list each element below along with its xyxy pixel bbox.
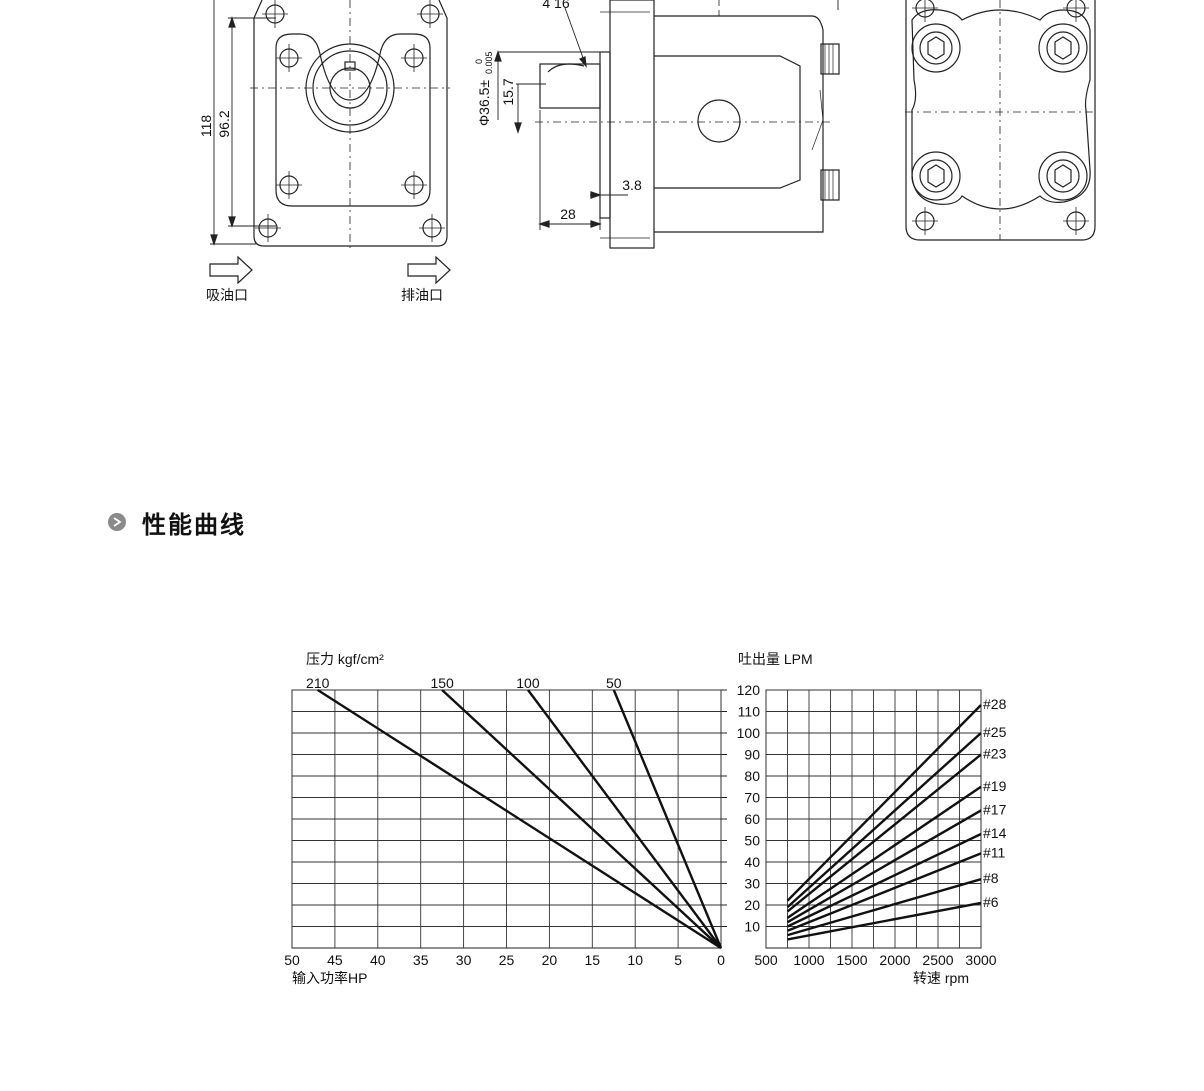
rear-view	[905, 0, 1096, 241]
flow-line-label-#14: #14	[983, 825, 1007, 841]
right-x-axis-label: 转速 rpm	[913, 970, 969, 986]
y-tick-label: 90	[744, 747, 760, 763]
pressure-line-210	[317, 688, 722, 950]
right-x-tick-label: 3000	[965, 952, 996, 968]
flow-line-#8	[787, 878, 982, 937]
y-tick-label: 80	[744, 768, 760, 784]
left-x-tick-label: 45	[327, 952, 343, 968]
y-tick-label: 100	[737, 725, 761, 741]
dim-28: 28	[560, 206, 576, 222]
y-tick-label: 40	[744, 854, 760, 870]
section-title: 性能曲线	[142, 511, 246, 539]
flow-line-label-#23: #23	[983, 746, 1007, 762]
dim-phi-36-5: Φ36.5±	[476, 80, 492, 126]
outlet-label: 排油口	[401, 287, 443, 303]
dim-phi-tol-lower: 0.005	[484, 51, 494, 74]
flow-line-label-#28: #28	[983, 696, 1007, 712]
flow-line-#28	[786, 704, 982, 902]
pump-engineering-drawing: 118 96.2 吸油口 排油口 4 16 Φ36.5± 0 0.005 15.…	[198, 0, 1096, 303]
left-x-tick-label: 15	[585, 952, 601, 968]
right-plot-frame	[765, 689, 982, 949]
flow-line-#11	[787, 852, 982, 932]
section-heading: 性能曲线	[108, 504, 246, 540]
flow-line-#25	[786, 732, 982, 908]
pressure-line-100	[527, 689, 722, 949]
y-tick-label: 20	[744, 897, 760, 913]
right-x-tick-label: 1500	[836, 952, 867, 968]
side-view	[494, 0, 840, 249]
section-bullet-icon	[108, 513, 126, 531]
flow-line-#17	[786, 809, 982, 924]
right-x-tick-label: 500	[754, 952, 778, 968]
left-x-tick-label: 50	[284, 952, 300, 968]
left-x-tick-label: 20	[542, 952, 558, 968]
left-x-tick-label: 35	[413, 952, 429, 968]
inlet-label: 吸油口	[206, 287, 248, 303]
right-x-tick-label: 2000	[879, 952, 910, 968]
y-tick-label: 60	[744, 811, 760, 827]
left-x-tick-label: 0	[717, 952, 725, 968]
flow-line-label-#11: #11	[983, 844, 1006, 860]
flow-line-label-#25: #25	[983, 724, 1007, 740]
left-x-tick-label: 40	[370, 952, 386, 968]
y-tick-label: 50	[744, 833, 760, 849]
chart-series	[317, 688, 982, 950]
flow-line-label-#17: #17	[983, 801, 1007, 817]
flow-line-#23	[786, 753, 982, 913]
left-x-axis-label: 输入功率HP	[292, 970, 367, 986]
left-plot-frame	[291, 689, 722, 949]
dim-4-16: 4 16	[542, 0, 569, 11]
flow-line-#6	[787, 901, 982, 941]
pressure-line-label-100: 100	[516, 675, 540, 691]
right-x-tick-label: 2500	[922, 952, 953, 968]
left-x-tick-label: 5	[674, 952, 682, 968]
flow-line-#14	[786, 832, 982, 928]
flow-line-label-#19: #19	[983, 778, 1007, 794]
right-top-label: 吐出量 LPM	[738, 651, 813, 667]
y-tick-label: 110	[738, 704, 761, 720]
pressure-line-label-50: 50	[606, 675, 622, 691]
left-x-tick-label: 30	[456, 952, 472, 968]
right-x-tick-label: 1000	[793, 952, 824, 968]
front-view	[209, 0, 451, 285]
y-tick-label: 30	[744, 876, 760, 892]
dim-3-8: 3.8	[622, 177, 642, 193]
pressure-line-150	[441, 689, 722, 949]
flow-line-#19	[786, 785, 982, 919]
left-x-tick-label: 10	[627, 952, 643, 968]
left-x-tick-label: 25	[499, 952, 515, 968]
chart-grid	[291, 689, 982, 949]
pressure-line-50	[612, 689, 723, 949]
y-tick-label: 70	[744, 790, 760, 806]
dim-118: 118	[198, 115, 214, 138]
flow-line-label-#6: #6	[983, 894, 999, 910]
pressure-line-label-210: 210	[306, 675, 330, 691]
dim-15-7: 15.7	[500, 78, 516, 105]
flow-line-label-#8: #8	[983, 870, 999, 886]
dim-96-2: 96.2	[216, 110, 232, 137]
y-tick-label: 120	[737, 682, 761, 698]
left-top-label: 压力 kgf/cm²	[306, 651, 384, 667]
y-tick-label: 10	[744, 919, 760, 935]
pressure-line-label-150: 150	[430, 675, 454, 691]
dim-phi-tol-upper: 0	[474, 59, 484, 64]
